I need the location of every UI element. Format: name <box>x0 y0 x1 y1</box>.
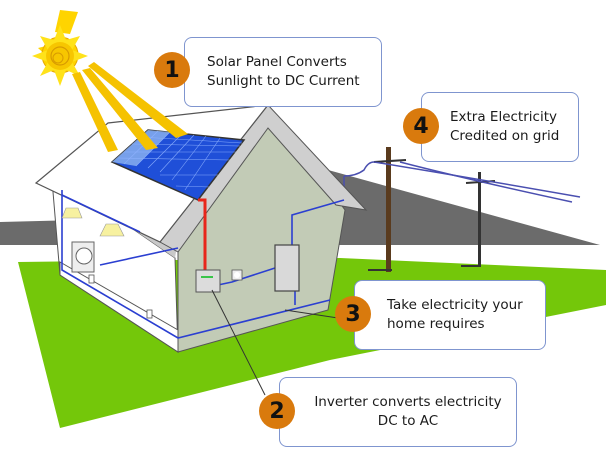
step-3-line-2: home requires <box>387 316 485 332</box>
step-2-callout: Inverter converts electricity DC to AC <box>279 377 517 447</box>
step-3-line-1: Take electricity your <box>387 297 523 313</box>
outlet-icon <box>88 274 95 284</box>
step-3-callout: Take electricity your home requires <box>354 280 546 350</box>
ac-wiring <box>61 190 345 339</box>
step-2-line-1: Inverter converts electricity <box>314 394 502 410</box>
dc-wire <box>198 198 207 270</box>
step-4-line-1: Extra Electricity <box>450 109 557 125</box>
step-4-line-2: Credited on grid <box>450 128 560 144</box>
step-2-badge: 2 <box>259 393 295 429</box>
step-2-line-2: DC to AC <box>377 413 439 429</box>
step-1-line-1: Solar Panel Converts <box>207 54 347 70</box>
ceiling-lamp-icon <box>61 207 125 237</box>
step-4-badge: 4 <box>403 108 439 144</box>
sun-icon <box>32 10 88 86</box>
step-4-callout: Extra Electricity Credited on grid <box>421 92 579 162</box>
step-3-badge: 3 <box>335 296 371 332</box>
washing-machine-icon <box>71 241 95 273</box>
step-1-callout: Solar Panel Converts Sunlight to DC Curr… <box>184 37 382 107</box>
breaker-panel-icon <box>274 244 300 292</box>
leader-line-2 <box>211 289 266 396</box>
outlet-icon <box>146 309 153 319</box>
step-1-badge: 1 <box>154 52 190 88</box>
inverter-icon <box>195 269 221 293</box>
sun-rays <box>72 62 188 152</box>
step-1-line-2: Sunlight to DC Current <box>207 73 360 89</box>
meter-icon <box>231 269 243 281</box>
leader-line-3 <box>284 309 339 319</box>
